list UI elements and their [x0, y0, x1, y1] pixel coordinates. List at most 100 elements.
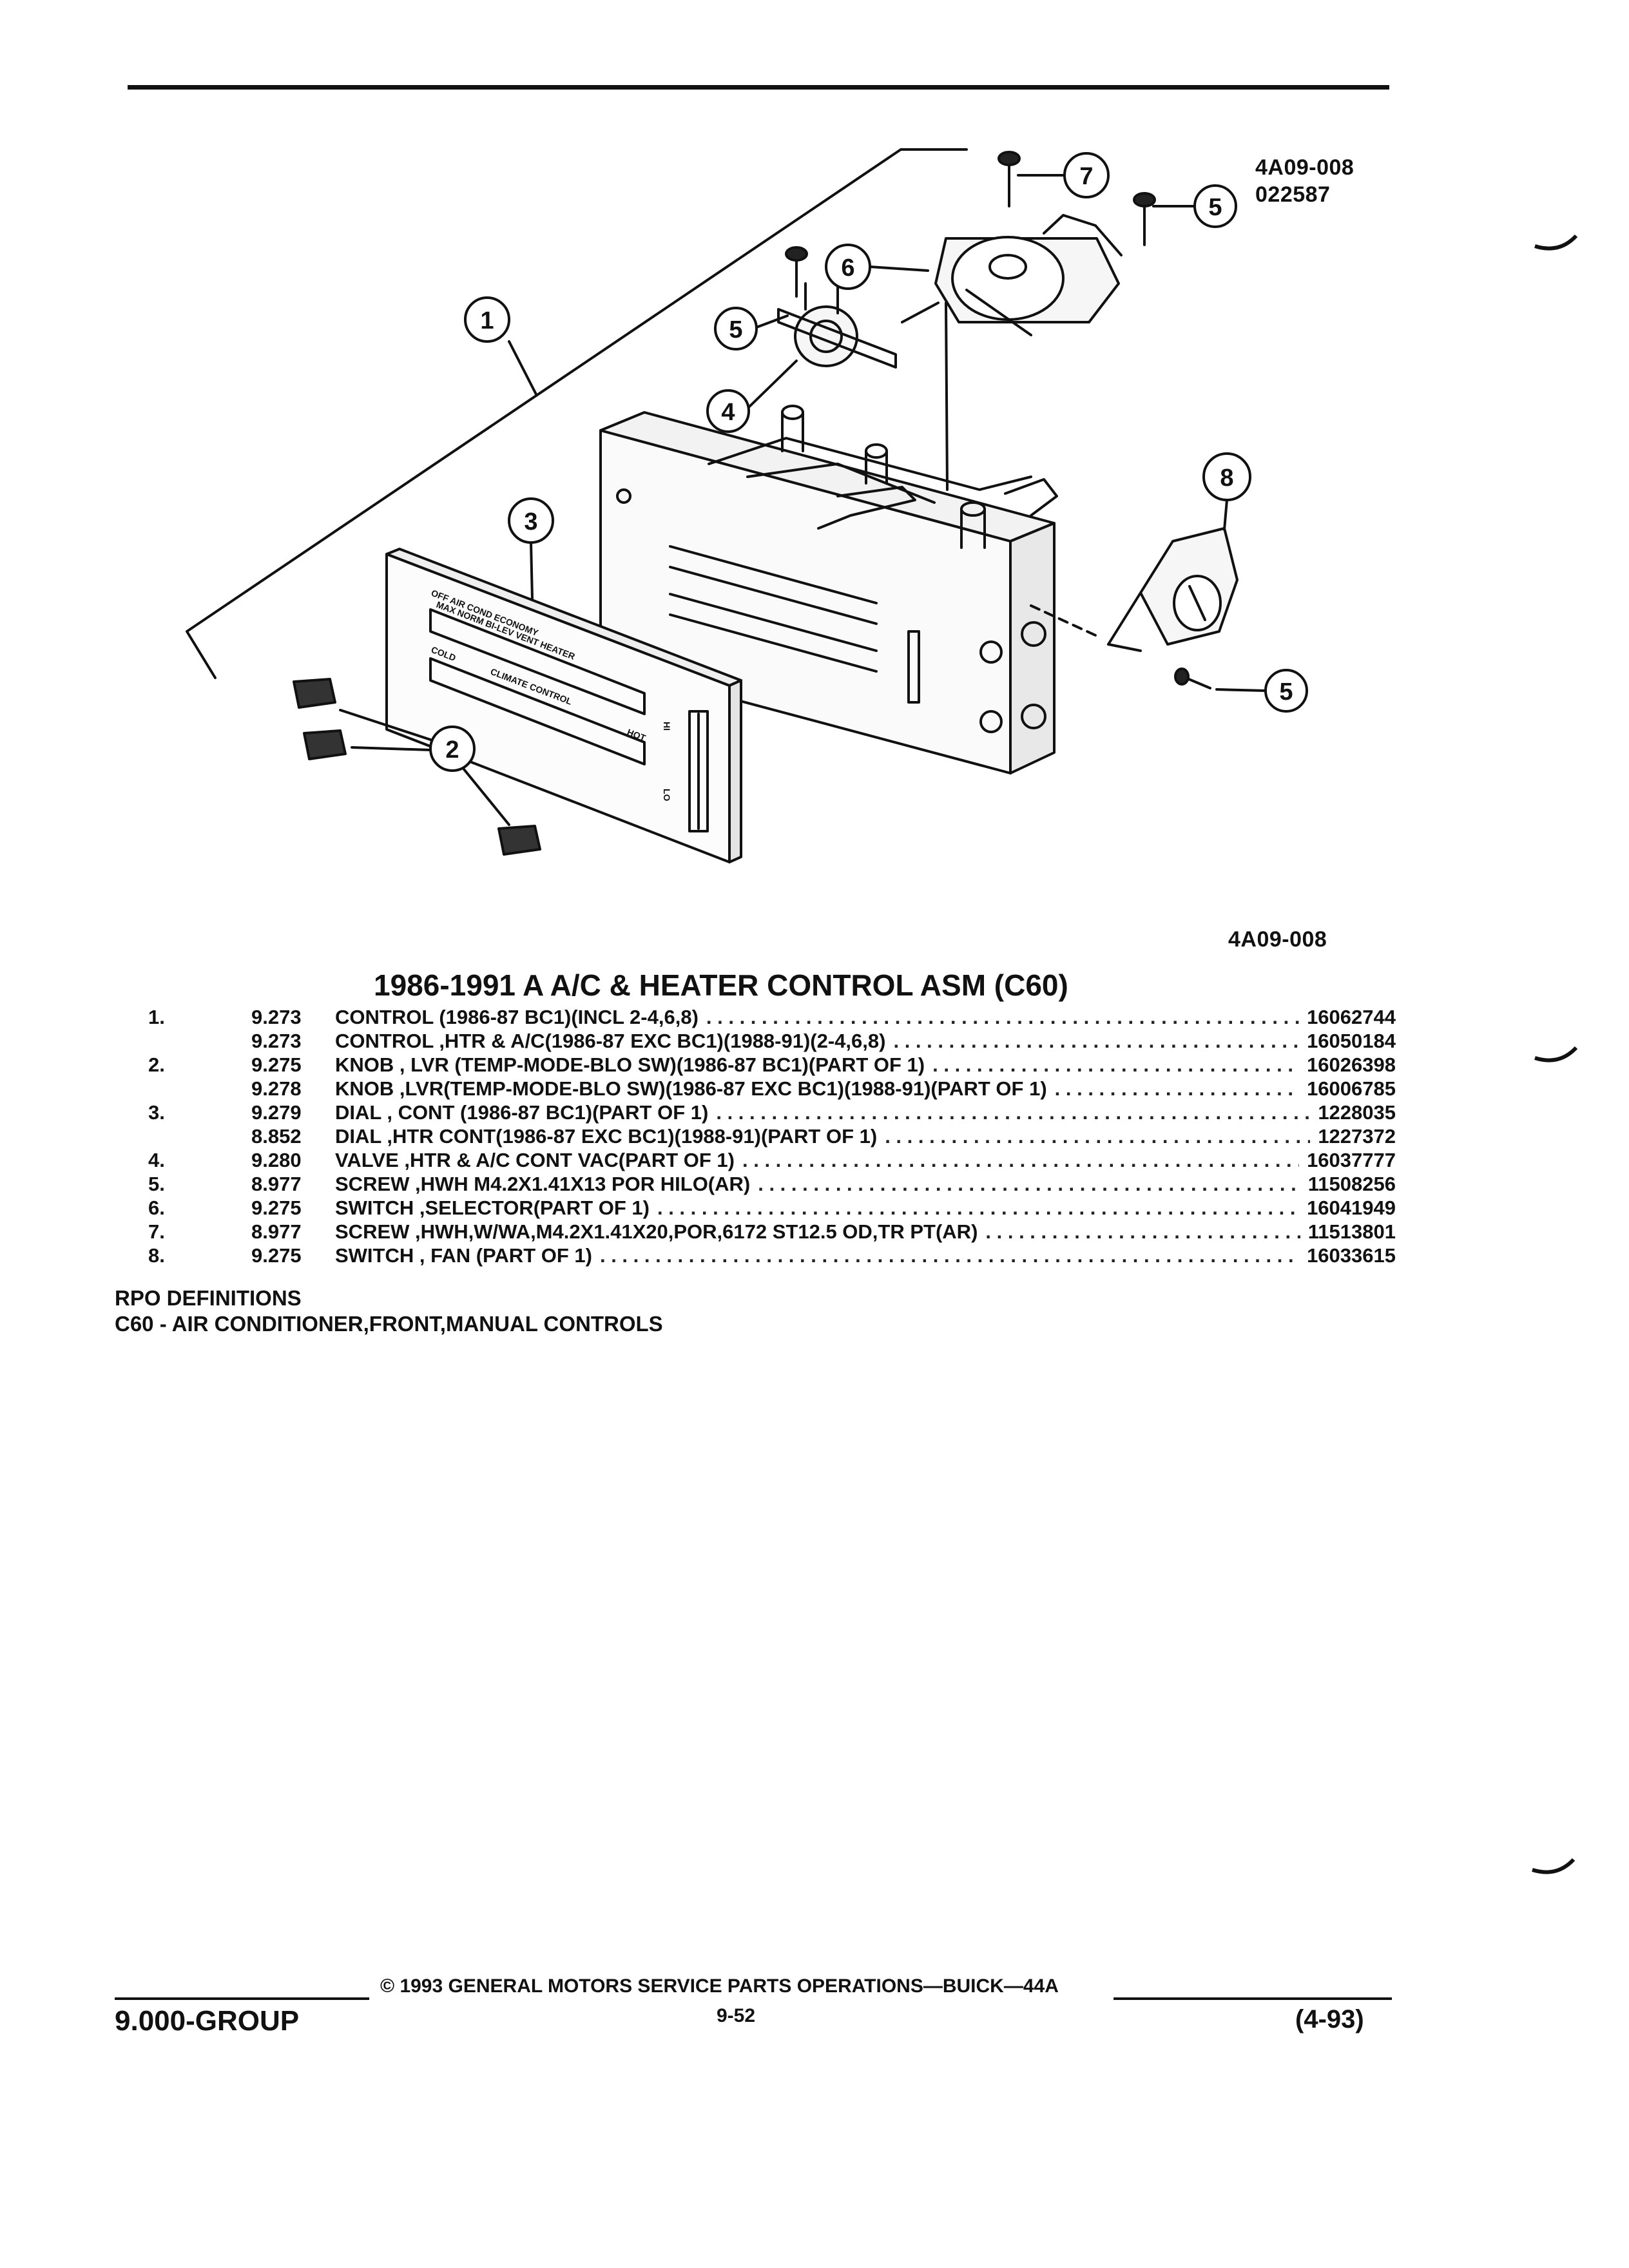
- part-description: CONTROL ,HTR & A/C(1986-87 EXC BC1)(1988…: [335, 1029, 885, 1053]
- group-number: 9.278: [251, 1077, 302, 1100]
- item-number: 6.: [148, 1196, 165, 1219]
- rpo-definition: C60 - AIR CONDITIONER,FRONT,MANUAL CONTR…: [115, 1312, 663, 1336]
- parts-row: 8.852 DIAL ,HTR CONT(1986-87 EXC BC1)(198…: [148, 1124, 1396, 1148]
- knob-parts: [293, 678, 541, 856]
- part-detail: ,HWH M4.2X1.41X13 POR HILO(AR): [409, 1173, 751, 1195]
- footer-page-number: 9-52: [717, 2005, 756, 2026]
- parts-row: 2. 9.275 KNOB , LVR (TEMP-MODE-BLO SW)(198…: [148, 1053, 1396, 1077]
- part-description: SWITCH ,SELECTOR(PART OF 1): [335, 1196, 650, 1220]
- item-number: 2.: [148, 1053, 165, 1076]
- group-number: 9.275: [251, 1053, 302, 1076]
- part-number: 1228035: [1318, 1101, 1396, 1124]
- part-number: 16006785: [1307, 1077, 1396, 1100]
- footer-date-code: (4-93): [1295, 2005, 1364, 2033]
- part-description: SCREW ,HWH,W/WA,M4.2X1.41X20,POR,6172 ST…: [335, 1220, 978, 1244]
- dot-leader: [893, 1029, 1299, 1053]
- part-description: VALVE ,HTR & A/C CONT VAC(PART OF 1): [335, 1148, 735, 1172]
- part-name: KNOB: [335, 1053, 394, 1076]
- part-name: SCREW: [335, 1220, 410, 1243]
- part-detail: ,HTR & A/C(1986-87 EXC BC1)(1988-91)(2-4…: [433, 1030, 886, 1052]
- group-number: 8.852: [251, 1125, 302, 1148]
- parts-row: 9.278 KNOB ,LVR(TEMP-MODE-BLO SW)(1986-87…: [148, 1077, 1396, 1100]
- part-name: VALVE: [335, 1149, 399, 1171]
- binding-mark-3: [1532, 1858, 1576, 1874]
- leader-lines: [339, 174, 1267, 826]
- part-detail: , CONT (1986-87 BC1)(PART OF 1): [381, 1101, 709, 1124]
- item-number: 1.: [148, 1006, 165, 1028]
- part-detail: ,HWH,W/WA,M4.2X1.41X20,POR,6172 ST12.5 O…: [409, 1220, 978, 1243]
- leader-line-1: [508, 340, 537, 396]
- parts-row: 5. 8.977 SCREW ,HWH M4.2X1.41X13 POR HILO(…: [148, 1172, 1396, 1196]
- footer-copyright: © 1993 GENERAL MOTORS SERVICE PARTS OPER…: [380, 1975, 1059, 1997]
- assembly-bracket-line: [186, 148, 968, 679]
- callout-8: 8: [1220, 465, 1233, 492]
- part-name: CONTROL: [335, 1030, 434, 1052]
- part-name: SWITCH: [335, 1196, 414, 1219]
- part-name: SCREW: [335, 1173, 410, 1195]
- callout-3: 3: [524, 508, 537, 535]
- footer-rule-left: [115, 1997, 369, 2000]
- parts-row: 1. 9.273 CONTROL (1986-87 BC1)(INCL 2-4,6,…: [148, 1005, 1396, 1029]
- part-detail: , LVR (TEMP-MODE-BLO SW)(1986-87 BC1)(PA…: [394, 1053, 925, 1076]
- part-description: SWITCH , FAN (PART OF 1): [335, 1244, 592, 1267]
- exploded-parts-diagram: 1 2 3 4 5 5 5 6 7 8 OFF AIR COND ECONOMY…: [186, 148, 1308, 863]
- part-name: CONTROL: [335, 1006, 434, 1028]
- diagram-ref-code-bottom: 4A09-008: [1228, 927, 1327, 952]
- rpo-definitions-title: RPO DEFINITIONS: [115, 1286, 302, 1310]
- part-description: KNOB , LVR (TEMP-MODE-BLO SW)(1986-87 BC…: [335, 1053, 925, 1077]
- callout-circles: [429, 152, 1308, 772]
- parts-row: 4. 9.280 VALVE ,HTR & A/C CONT VAC(PART OF…: [148, 1148, 1396, 1172]
- parts-list: 1. 9.273 CONTROL (1986-87 BC1)(INCL 2-4,6,…: [148, 1005, 1396, 1267]
- dot-leader: [706, 1005, 1299, 1029]
- item-number: 5.: [148, 1173, 165, 1195]
- callout-2: 2: [445, 736, 459, 764]
- callout-4: 4: [721, 399, 735, 426]
- part-detail: ,SELECTOR(PART OF 1): [414, 1196, 650, 1219]
- part-description: DIAL ,HTR CONT(1986-87 EXC BC1)(1988-91)…: [335, 1124, 877, 1148]
- selector-switch: [901, 214, 1123, 491]
- faceplate-hi-label: HI: [662, 722, 672, 731]
- part-name: DIAL: [335, 1125, 381, 1148]
- item-number: 8.: [148, 1244, 165, 1267]
- item-number: 4.: [148, 1149, 165, 1171]
- group-number: 9.273: [251, 1006, 302, 1028]
- part-name: KNOB: [335, 1077, 394, 1100]
- part-name: SWITCH: [335, 1244, 414, 1267]
- fan-switch: [1107, 527, 1239, 652]
- binding-mark-2: [1534, 1046, 1578, 1062]
- group-number: 8.977: [251, 1173, 302, 1195]
- part-name: DIAL: [335, 1101, 381, 1124]
- dot-leader: [1055, 1077, 1299, 1100]
- part-number: 1227372: [1318, 1125, 1396, 1148]
- dot-leader: [716, 1100, 1310, 1124]
- part-number: 11513801: [1307, 1220, 1396, 1243]
- part-number: 11508256: [1307, 1173, 1396, 1195]
- callout-5-top: 5: [1208, 194, 1222, 221]
- part-detail: ,HTR & A/C CONT VAC(PART OF 1): [398, 1149, 735, 1171]
- diagram-ref-code: 4A09-008: [1255, 155, 1354, 180]
- faceplate-lo-label: LO: [662, 789, 672, 802]
- parts-row: 3. 9.279 DIAL , CONT (1986-87 BC1)(PART OF…: [148, 1100, 1396, 1124]
- screw-parts: [785, 151, 1211, 689]
- part-detail: , FAN (PART OF 1): [414, 1244, 592, 1267]
- item-number: 3.: [148, 1101, 165, 1124]
- callout-1: 1: [480, 307, 494, 334]
- footer-rule-right: [1113, 1997, 1392, 2000]
- part-number: 16041949: [1307, 1196, 1396, 1219]
- part-detail: ,LVR(TEMP-MODE-BLO SW)(1986-87 EXC BC1)(…: [394, 1077, 1047, 1100]
- dot-leader: [932, 1053, 1299, 1077]
- dot-leader: [885, 1124, 1310, 1148]
- dot-leader: [758, 1172, 1300, 1196]
- part-description: CONTROL (1986-87 BC1)(INCL 2-4,6,8): [335, 1005, 699, 1029]
- top-rule: [128, 85, 1389, 90]
- footer-group: 9.000-GROUP: [115, 2005, 300, 2037]
- dot-leader: [600, 1244, 1299, 1267]
- callout-5-right: 5: [1279, 678, 1293, 706]
- diagram-ref-date: 022587: [1255, 182, 1331, 207]
- group-number: 9.279: [251, 1101, 302, 1124]
- item-number: 7.: [148, 1220, 165, 1243]
- group-number: 9.280: [251, 1149, 302, 1171]
